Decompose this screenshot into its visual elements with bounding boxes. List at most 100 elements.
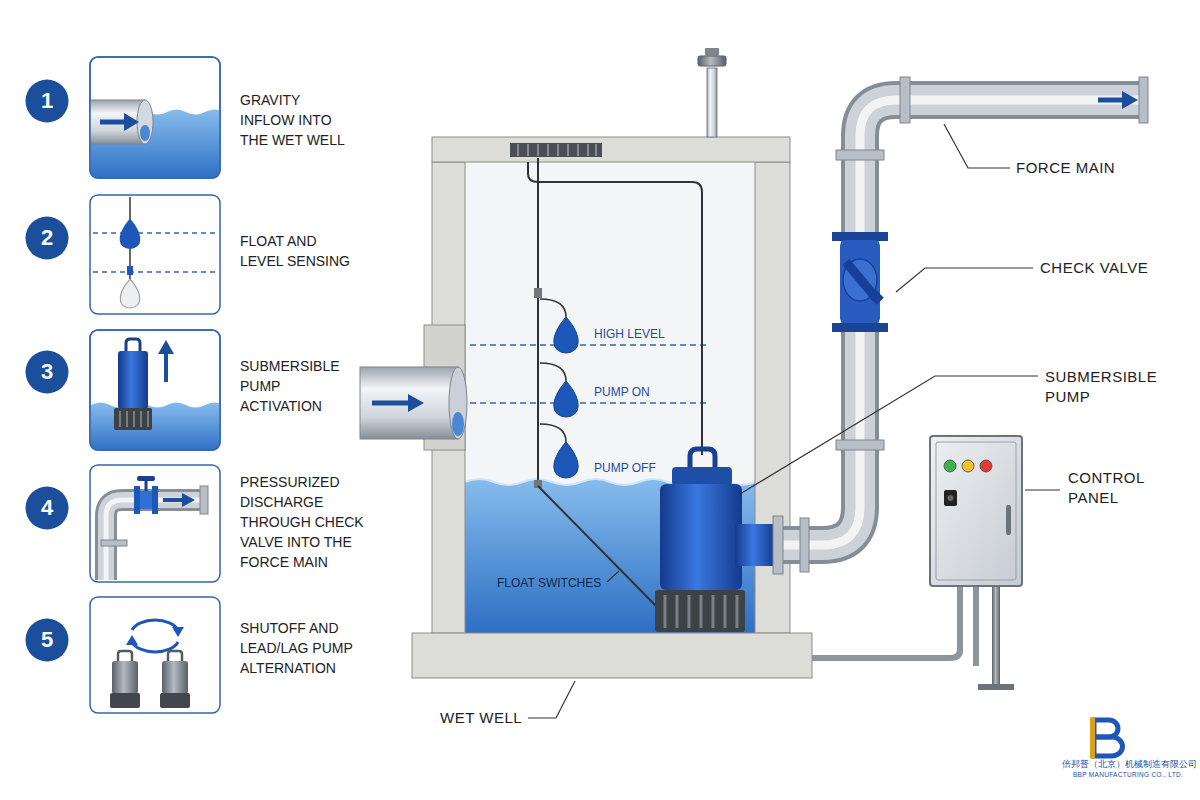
wet-well-structure: [412, 633, 812, 678]
vent-pipe: [705, 48, 719, 56]
step-icon-pump: [133, 411, 135, 427]
float-switch: [528, 162, 702, 455]
company-logo: [1090, 718, 1123, 759]
submersible-pump: [735, 524, 775, 566]
inflow-pipe: [372, 401, 410, 406]
level-line: [470, 402, 708, 403]
step-icon-alternation: [90, 597, 220, 713]
step-description: FLOAT AND LEVEL SENSING: [240, 231, 355, 271]
control-panel: [1006, 505, 1011, 535]
wet-well-structure: [432, 137, 790, 162]
submersible-pump: [672, 467, 732, 486]
float-switch: [554, 317, 578, 353]
part-label: CHECK VALVE: [1040, 259, 1148, 277]
step-icon-discharge: [140, 491, 152, 509]
wet-well-structure: [547, 144, 549, 156]
company-logo: [1094, 737, 1123, 756]
callout-number: 5: [41, 627, 53, 653]
step-description-holder: SHUTOFF AND LEAD/LAG PUMP ALTERNATION: [240, 618, 370, 678]
step-description: SHUTOFF AND LEAD/LAG PUMP ALTERNATION: [240, 618, 370, 678]
callout-number: 1: [41, 88, 53, 114]
company-name-holder: 倍邦普（北京）机械制造有限公司: [1062, 759, 1194, 770]
part-label-holder: FLOAT SWITCHES: [497, 576, 601, 590]
step-icon-float: [120, 218, 141, 249]
submersible-pump: [712, 595, 715, 628]
step-icon-pump: [126, 339, 140, 352]
discharge-pipe: [1122, 91, 1138, 109]
inflow-pipe: [452, 412, 464, 436]
control-panel: [812, 436, 1022, 690]
wet-well-structure: [577, 144, 579, 156]
part-label: WET WELL: [440, 709, 522, 727]
float-switch: [534, 288, 542, 298]
step-icon-inflow: [88, 57, 224, 180]
wet-well-structure: [517, 144, 519, 156]
part-label-holder: CONTROL PANEL: [1068, 468, 1163, 508]
wet-well-structure: [465, 479, 755, 633]
leader-line: [528, 681, 575, 718]
step-icon-discharge: [137, 476, 155, 481]
step-icon-inflow: [137, 100, 153, 144]
step-description-holder: PRESSURIZED DISCHARGE THROUGH CHECK VALV…: [240, 472, 370, 572]
vent-pipe: [698, 56, 726, 66]
discharge-pipe: [836, 150, 884, 160]
step-icon-inflow: [140, 125, 150, 141]
discharge-pipe: [773, 516, 783, 574]
wet-well-structure: [587, 144, 589, 156]
submersible-pump: [676, 595, 679, 628]
step-icon-float: [93, 232, 217, 233]
leader-line: [528, 124, 1060, 718]
step-number-circle: 1: [25, 79, 69, 123]
step-icon-inflow: [90, 100, 220, 178]
control-panel: [992, 586, 1000, 686]
submersible-pump: [664, 595, 667, 628]
inflow-pipe: [408, 394, 424, 412]
step-icon-discharge: [90, 465, 220, 582]
step-description: PRESSURIZED DISCHARGE THROUGH CHECK VALV…: [240, 472, 370, 572]
step-number-circle: 5: [25, 618, 69, 662]
step-icon-inflow: [100, 120, 126, 125]
inflow-pipe: [449, 367, 467, 439]
step-number-circle: 4: [25, 486, 69, 530]
step-icon-discharge: [101, 540, 127, 546]
step-icon-pump: [91, 403, 220, 451]
submersible-pump: [655, 449, 775, 632]
control-panel: [944, 460, 956, 472]
check-valve: [840, 240, 880, 324]
discharge-pipe: [836, 440, 884, 450]
discharge-pipe: [900, 77, 910, 123]
wet-well-structure: [567, 144, 569, 156]
level-label-holder: PUMP ON: [594, 385, 650, 399]
submersible-pump: [660, 484, 742, 590]
wet-well-structure: [595, 144, 597, 156]
discharge-pipe: [1098, 98, 1124, 103]
step-icon-alternation: [110, 693, 140, 708]
inflow-pipe: [360, 367, 467, 439]
step-icon-discharge: [163, 498, 184, 502]
step-icon-alternation: [168, 651, 182, 662]
step-description-holder: SUBMERSIBLE PUMP ACTIVATION: [240, 356, 352, 416]
part-label-holder: CHECK VALVE: [1040, 259, 1148, 277]
level-label-holder: HIGH LEVEL: [594, 327, 665, 341]
control-panel: [812, 586, 960, 658]
company-logo: [1090, 718, 1095, 759]
step-icon-alternation: [90, 597, 220, 713]
step-number-circle: 2: [25, 216, 69, 260]
submersible-pump: [690, 449, 715, 470]
step-icon-inflow: [90, 100, 145, 144]
circle-shape: [26, 487, 69, 530]
step-icon-discharge: [152, 486, 158, 514]
leader-line: [740, 376, 1038, 494]
step-description: GRAVITY INFLOW INTO THE WET WELL: [240, 90, 355, 150]
step-icon-alternation: [132, 620, 178, 630]
control-panel: [962, 460, 974, 472]
part-label-holder: SUBMERSIBLE PUMP: [1045, 367, 1163, 407]
step-icon-float: [90, 195, 220, 314]
control-panel: [980, 460, 992, 472]
step-icon-pump: [164, 352, 168, 382]
check-valve: [832, 323, 888, 332]
vent-pipe: [707, 68, 717, 137]
circle-shape: [26, 80, 69, 123]
step-icon-alternation: [160, 693, 190, 708]
check-valve: [832, 232, 888, 332]
